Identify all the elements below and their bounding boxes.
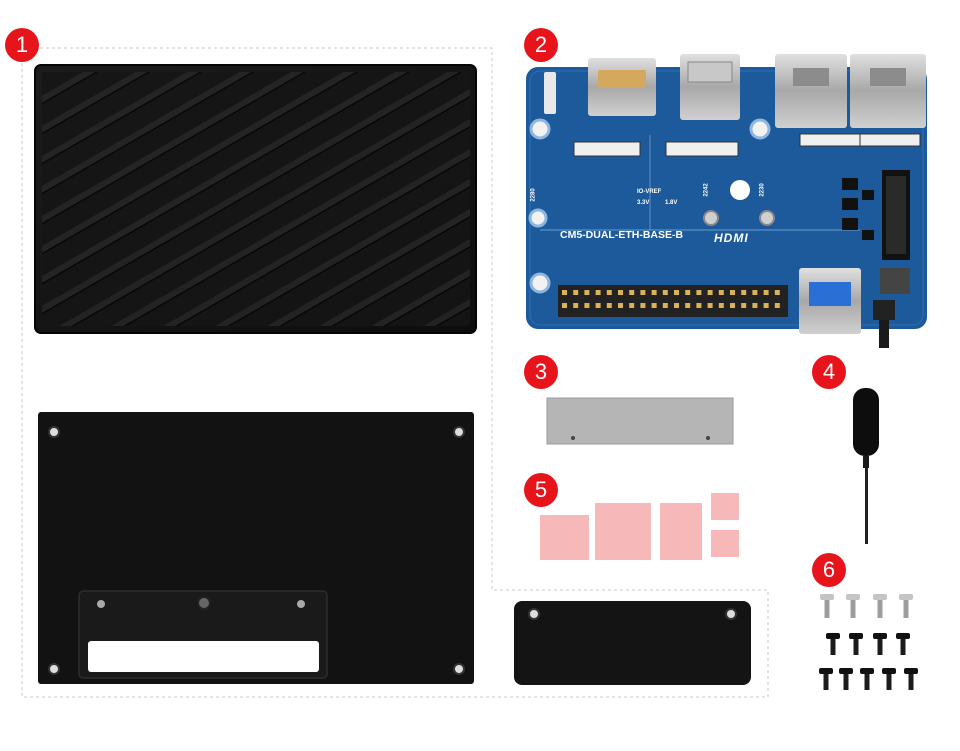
case-parts-dashed-outline [21,47,769,698]
gpio-pin [573,303,579,308]
gpio-pin [640,290,646,295]
gpio-pin [573,290,579,295]
gpio-pin [774,290,780,295]
silver-screw [899,594,913,618]
gpio-pin-header [562,290,780,308]
gpio-pin [774,303,780,308]
board-2230-label: 2230 [759,183,766,197]
black-screw [826,633,840,655]
black-screw [819,668,833,690]
gpio-pin [562,290,567,295]
gpio-pin [584,290,590,295]
gpio-pin [718,290,724,295]
thermal-pads [540,493,739,560]
case-top-cover [34,64,477,334]
black-screw [904,668,918,690]
black-screw [839,668,853,690]
gpio-pin [674,303,679,308]
board-io-vref-label: IO-VREF [637,189,662,195]
gpio-pin [696,290,702,295]
gpio-pin [718,303,724,308]
gpio-pin [606,290,612,295]
gpio-pin [674,290,679,295]
gpio-pin [640,303,646,308]
case-bottom-plate [38,412,474,684]
gpio-pin [707,303,713,308]
badge-5: 5 [524,473,558,507]
screwdriver [853,388,879,544]
gpio-pin [752,290,758,295]
gpio-pin [651,303,657,308]
badge-2: 2 [524,28,558,62]
badge-6: 6 [812,553,846,587]
gpio-pin [595,290,601,295]
gpio-pin [741,303,747,308]
gpio-pin [730,303,735,308]
badge-1: 1 [5,28,39,62]
gpio-pin [662,303,668,308]
badge-3: 3 [524,355,558,389]
heatsink-bar [546,397,734,445]
screw-set [819,594,918,690]
gpio-pin [618,303,623,308]
black-screw [873,633,887,655]
case-side-cover [514,601,751,685]
gpio-pin [741,290,747,295]
gpio-pin [651,290,657,295]
board-18v-label: 1.8V [665,200,678,206]
gpio-pin [730,290,735,295]
board-model-label: CM5-DUAL-ETH-BASE-B [560,229,684,241]
board-2242-label: 2242 [703,183,710,197]
gpio-pin [685,290,691,295]
gpio-pin [584,303,590,308]
gpio-pin [685,303,691,308]
gpio-pin [629,290,635,295]
gpio-pin [606,303,612,308]
silver-screw [820,594,834,618]
board-2280-label: 2280 [530,188,537,202]
gpio-pin [696,303,702,308]
gpio-pin [562,303,567,308]
gpio-pin [595,303,601,308]
gpio-pin [752,303,758,308]
pcb-board [526,54,927,348]
gpio-pin [763,303,769,308]
gpio-pin [707,290,713,295]
gpio-pin [618,290,623,295]
badge-4: 4 [812,355,846,389]
black-screw [896,633,910,655]
silver-screw [846,594,860,618]
gpio-pin [629,303,635,308]
board-hdmi-logo: HDMI [714,231,749,245]
silver-screw [873,594,887,618]
black-screw [860,668,874,690]
gpio-pin [763,290,769,295]
black-screw [882,668,896,690]
gpio-pin [662,290,668,295]
board-33v-label: 3.3V [637,200,650,206]
black-screw [849,633,863,655]
